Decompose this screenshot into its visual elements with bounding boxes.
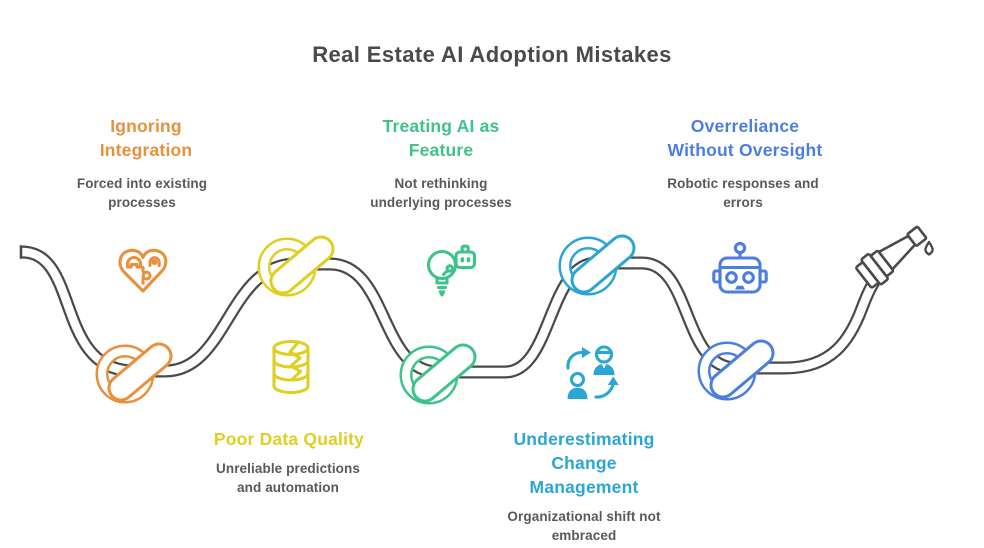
hose-nozzle <box>855 225 928 289</box>
people-change-icon <box>566 345 619 399</box>
mistake-description-underestimating-change-management: Organizational shift not embraced <box>507 509 661 543</box>
mistake-heading-overreliance-without-oversight: Overreliance Without Oversight <box>667 116 823 161</box>
cracked-database-icon <box>272 339 310 395</box>
mistake-heading-poor-data-quality: Poor Data Quality <box>213 429 365 449</box>
robot-icon <box>712 241 768 294</box>
mistake-description-treating-ai-as-feature: Not rethinking underlying processes <box>370 176 512 210</box>
heart-puzzle-icon <box>118 248 168 293</box>
water-drop-icon <box>924 240 934 256</box>
mistake-description-poor-data-quality: Unreliable predictions and automation <box>216 461 360 495</box>
hose-knot-overreliance-without-oversight <box>697 339 775 401</box>
hose-knot-underestimating-change-management <box>558 234 636 296</box>
hose-knot-ignoring-integration <box>95 342 173 404</box>
mistake-description-ignoring-integration: Forced into existing processes <box>76 176 208 210</box>
mistake-description-overreliance-without-oversight: Robotic responses and errors <box>667 176 819 210</box>
infographic-title: Real Estate AI Adoption Mistakes <box>312 42 672 67</box>
mistake-heading-underestimating-change-management: Underestimating Change Management <box>513 429 655 498</box>
hose-knot-treating-ai-as-feature <box>399 343 477 405</box>
mistake-heading-ignoring-integration: Ignoring Integration <box>99 116 193 161</box>
lightbulb-ai-icon <box>426 244 477 297</box>
mistake-heading-treating-ai-as-feature: Treating AI as Feature <box>382 116 500 161</box>
hose-knot-poor-data-quality <box>257 235 335 297</box>
